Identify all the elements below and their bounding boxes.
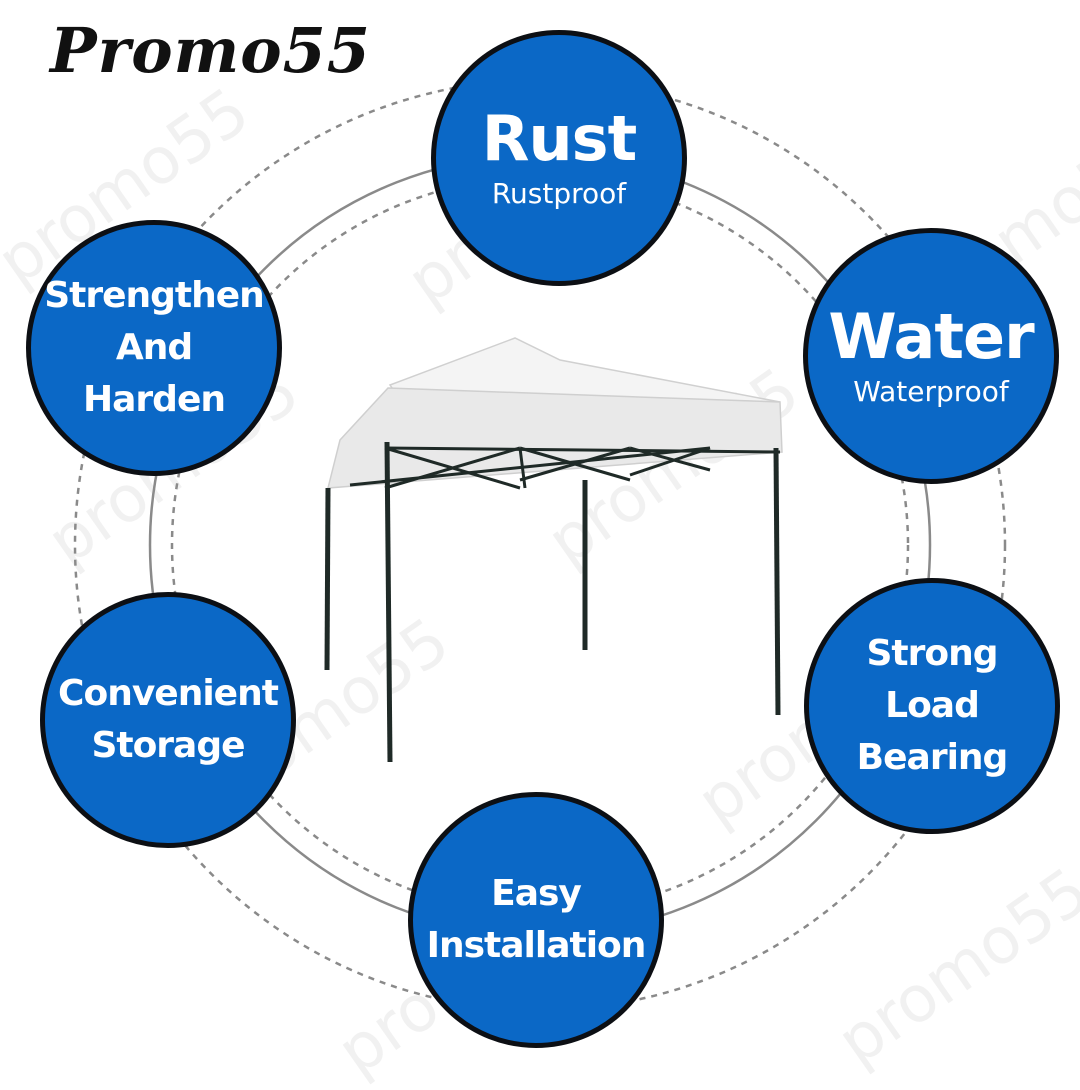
rust-subtitle: Rustproof [491, 177, 627, 211]
installation-text: Easy Installation [426, 868, 647, 972]
strengthen-line: Harden [83, 379, 226, 421]
canopy-tent-image [324, 337, 783, 763]
installation-line: Installation [426, 925, 647, 966]
promo-graphic: promo55 promo55 promo55 promo55 promo55 … [0, 14, 1080, 1090]
water-subtitle: Waterproof [853, 375, 1009, 409]
strengthen-text: Strengthen And Harden [44, 270, 265, 427]
load-bearing-text: Strong Load Bearing [856, 628, 1009, 785]
installation-badge: Easy Installation [408, 792, 664, 1048]
strengthen-badge: Strengthen And Harden [26, 220, 282, 476]
storage-text: Convenient Storage [58, 668, 279, 772]
canopy-valance [327, 387, 783, 489]
water-badge: Water Waterproof [803, 228, 1059, 484]
storage-badge: Convenient Storage [40, 592, 296, 848]
outer-dashed-ring [73, 78, 1007, 1012]
load-bearing-line: Load [885, 684, 980, 726]
strengthen-line: And [115, 326, 193, 368]
load-bearing-line: Strong [866, 632, 998, 674]
rust-badge: Rust Rustproof [431, 30, 687, 286]
storage-line: Convenient [58, 672, 279, 714]
strengthen-line: Strengthen [44, 274, 265, 316]
storage-line: Storage [91, 725, 245, 766]
tent-legs [324, 441, 781, 763]
rust-title: Rust [481, 101, 637, 175]
load-bearing-line: Bearing [856, 737, 1009, 779]
truss-frame [349, 446, 781, 490]
water-title: Water [828, 299, 1034, 373]
installation-line: Easy [491, 872, 582, 914]
load-bearing-badge: Strong Load Bearing [804, 578, 1060, 834]
brand-title: Promo55 [50, 14, 371, 87]
